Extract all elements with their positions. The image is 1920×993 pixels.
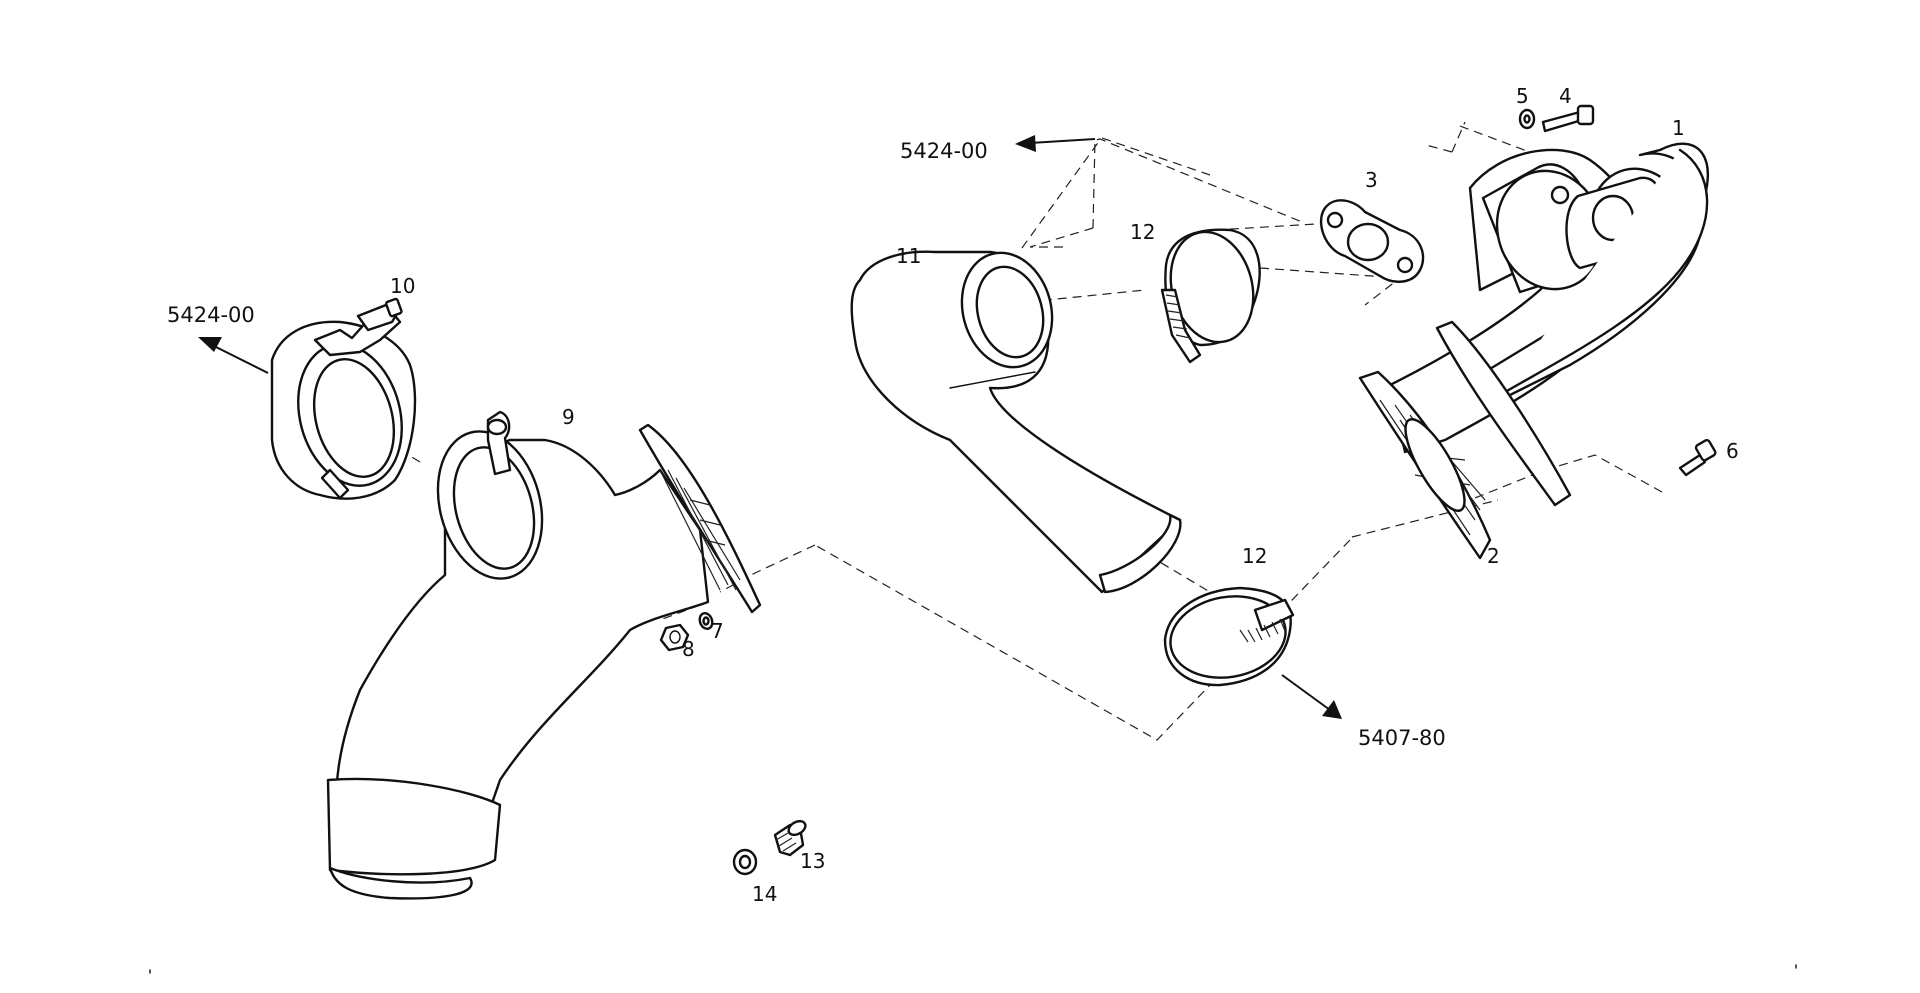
part-8-nut [659,623,690,652]
part-10-v-band-clamp [270,297,417,500]
part-6-bolt [1678,438,1717,477]
callout-2: 2 [1487,544,1500,568]
part-2-gasket-right [1435,320,1572,507]
callout-1: 1 [1672,116,1685,140]
part-4-bolt [1541,104,1595,133]
reference-labels: 5424-00 5424-00 5407-80 [167,139,1446,750]
callout-13: 13 [800,849,825,873]
part-14-washer [732,848,758,876]
callout-6: 6 [1726,439,1739,463]
ref-label-left: 5424-00 [167,303,255,327]
callout-9: 9 [562,405,575,429]
arrow-left-ref [198,337,269,374]
callout-12-lower: 12 [1242,544,1267,568]
part-12-hose-clamp-lower [1163,586,1295,687]
callout-4: 4 [1559,84,1572,108]
callout-10: 10 [390,274,415,298]
ref-label-bottom: 5407-80 [1358,726,1446,750]
callout-11: 11 [896,244,921,268]
arrow-bottom-ref [1281,674,1342,719]
callout-12-upper: 12 [1130,220,1155,244]
part-9-main-pipe [326,410,762,900]
part-11-angled-pipe [850,250,1182,594]
callout-7: 7 [711,619,724,643]
part-7-washer [698,612,714,630]
ref-label-top: 5424-00 [900,139,988,163]
part-3-flange-gasket [1319,199,1425,283]
callout-14: 14 [752,882,777,906]
callout-5: 5 [1516,84,1529,108]
part-13-drain-plug [773,819,807,857]
arrow-top-ref [1015,135,1096,152]
part-12-hose-clamp-upper [1160,228,1261,364]
part-1-elbow-pipe [1388,142,1710,454]
part-5-washer [1518,108,1536,130]
callout-labels: 1 2 3 4 5 6 7 8 9 10 11 12 12 13 14 [390,84,1739,906]
callout-3: 3 [1365,168,1378,192]
part-2-gasket-left [1358,370,1492,560]
callout-8: 8 [682,637,695,661]
